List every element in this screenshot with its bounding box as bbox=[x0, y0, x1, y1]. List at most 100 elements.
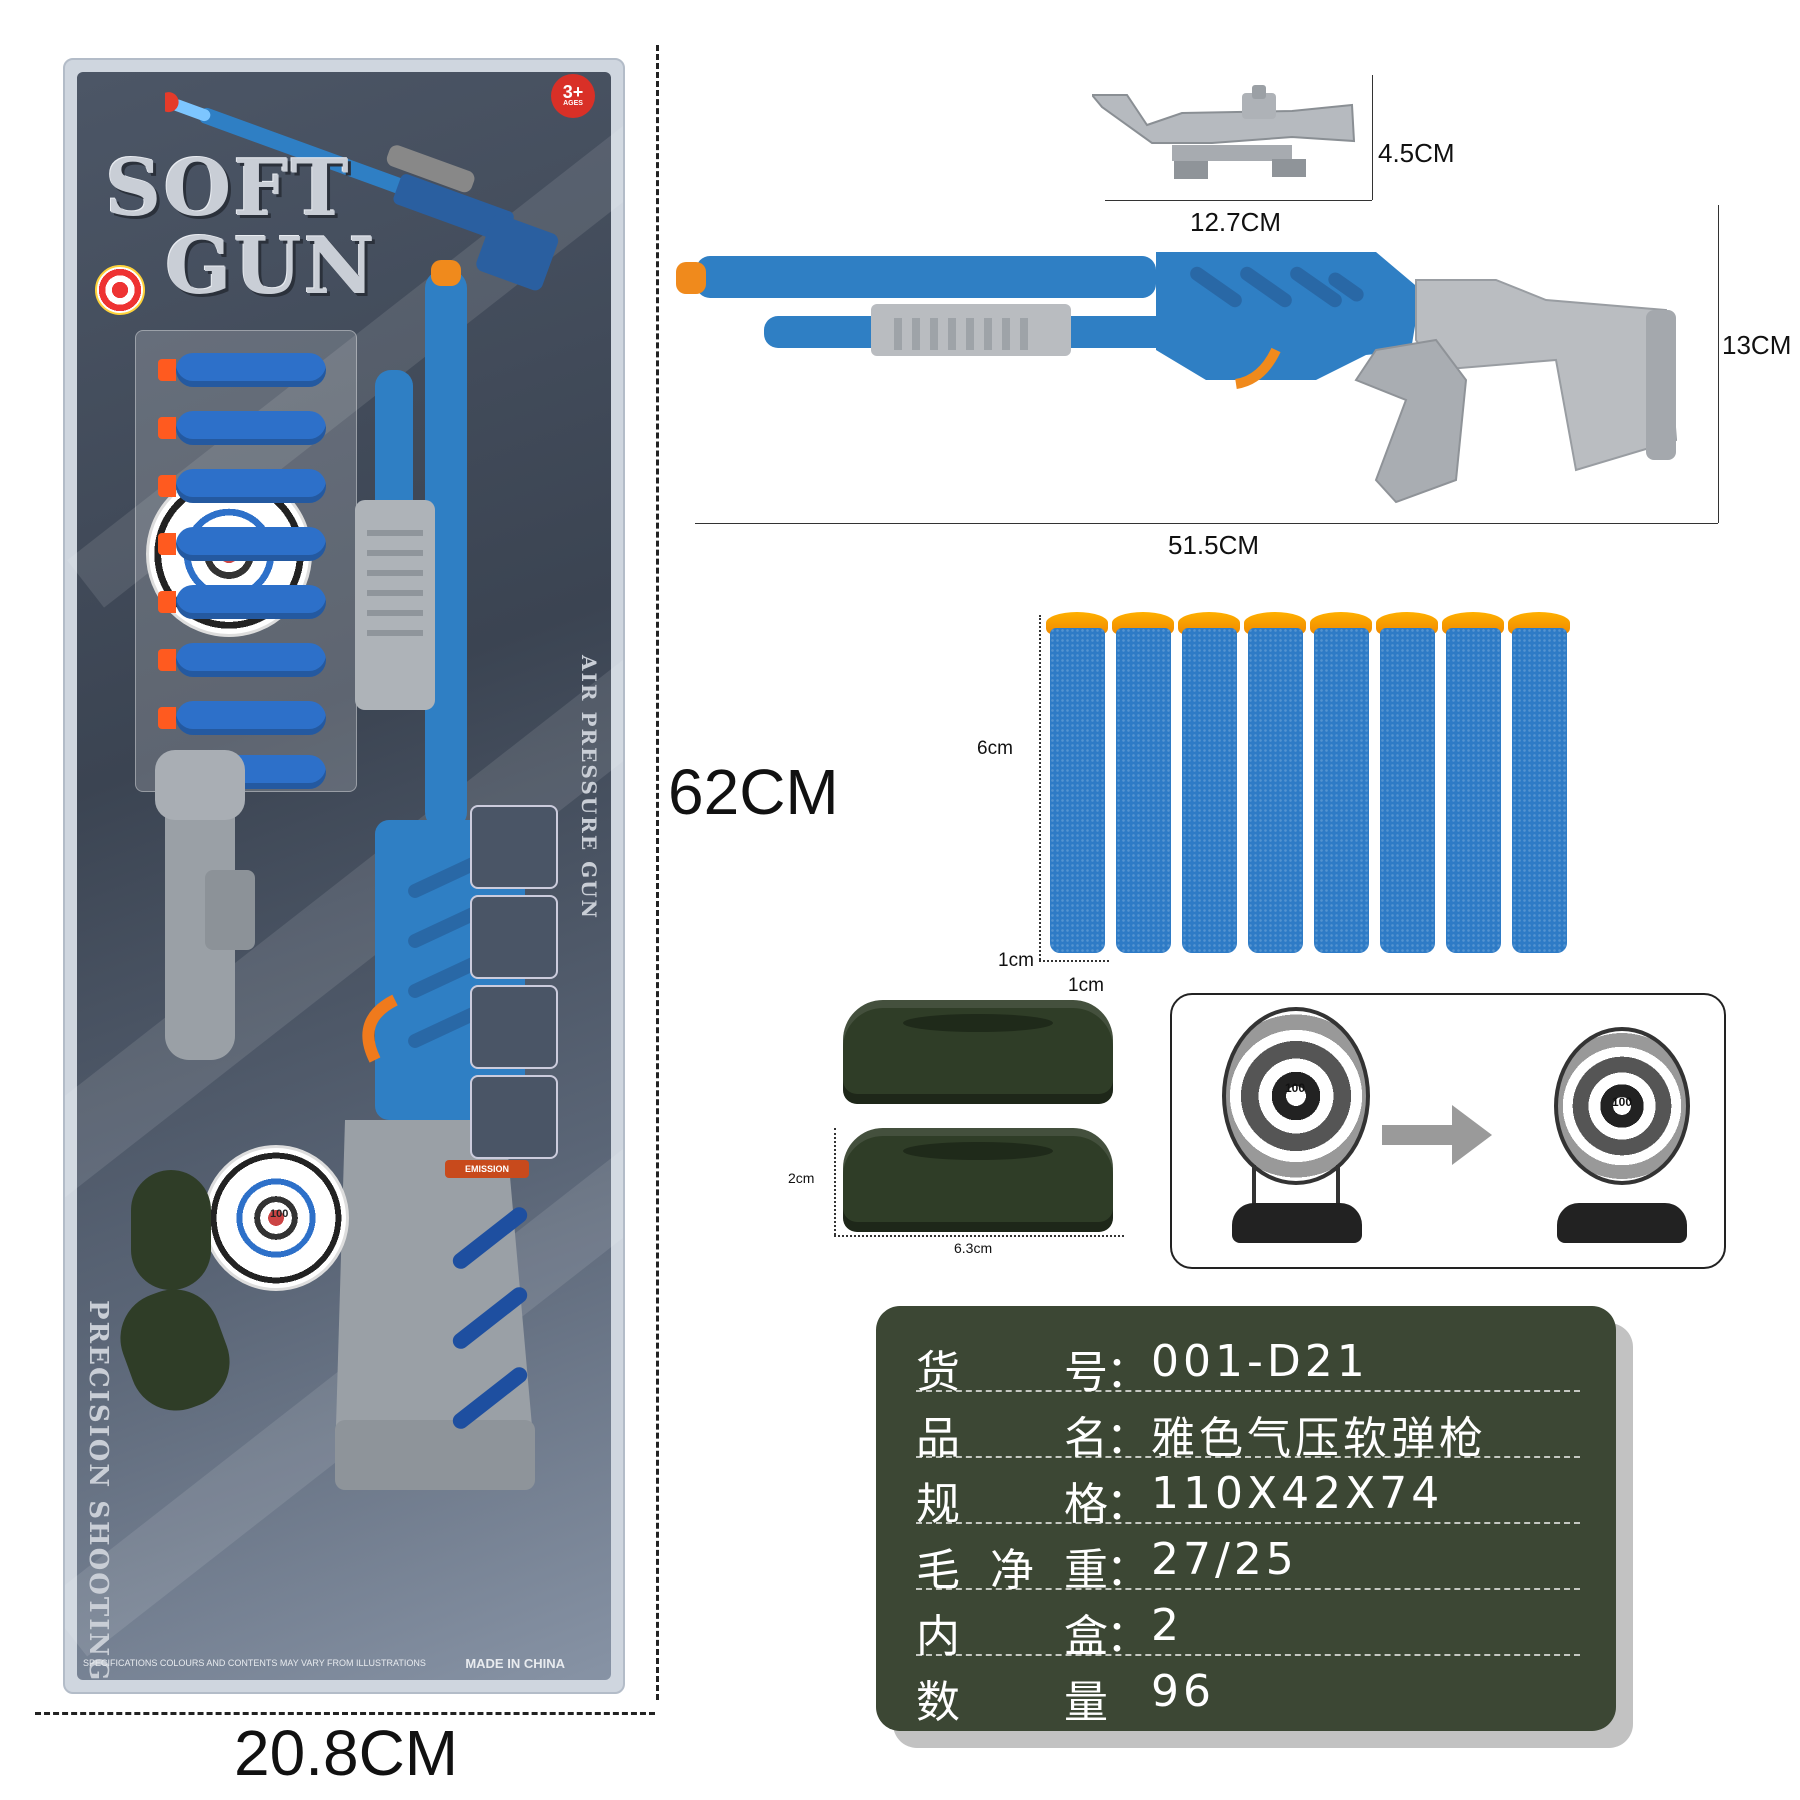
foam-dart bbox=[1314, 628, 1369, 953]
age-badge-sub: AGES bbox=[563, 100, 583, 107]
foam-dart bbox=[1380, 628, 1435, 953]
target-base bbox=[843, 1000, 1113, 1104]
foam-dart bbox=[1512, 628, 1567, 953]
foam-dart bbox=[1116, 628, 1171, 953]
package-dart-tray bbox=[135, 330, 357, 792]
package-title: SOFT GUN bbox=[105, 150, 425, 306]
base-length-label: 6.3cm bbox=[954, 1240, 993, 1256]
info-key-char: 量 bbox=[1064, 1678, 1112, 1727]
info-colon: ： bbox=[1106, 1546, 1154, 1595]
target-base bbox=[843, 1128, 1113, 1232]
info-key-char: 号 bbox=[1064, 1348, 1112, 1397]
scope-length-line bbox=[1105, 200, 1372, 201]
info-colon: ： bbox=[1106, 1612, 1154, 1661]
foam-dart bbox=[1182, 628, 1237, 953]
base-height-label: 2cm bbox=[788, 1170, 815, 1186]
gun-height-label: 13CM bbox=[1722, 330, 1792, 360]
info-colon: ： bbox=[1106, 1348, 1154, 1397]
info-row-weight: 毛 净 重 ： 27/25 bbox=[916, 1524, 1580, 1595]
scope-height-line bbox=[1372, 75, 1373, 200]
product-info-panel: 货 号 ： 001-D21 品 名 ： 雅色气压软弹枪 规 格 ： 110X42… bbox=[876, 1306, 1616, 1731]
info-row-item-number: 货 号 ： 001-D21 bbox=[916, 1326, 1580, 1397]
target-disc-tilted bbox=[1554, 1027, 1690, 1185]
package-title-line2: GUN bbox=[165, 221, 377, 312]
package-dart bbox=[158, 643, 326, 677]
foam-dart bbox=[1050, 628, 1105, 953]
package-base-piece bbox=[131, 1170, 211, 1290]
age-badge: 3+ AGES bbox=[551, 74, 595, 118]
package-width-guide bbox=[35, 1712, 655, 1715]
feature-thumbnail bbox=[470, 805, 558, 889]
dart-length-guide bbox=[1039, 615, 1041, 960]
info-key-char: 数 bbox=[916, 1678, 964, 1727]
info-key-char: 品 bbox=[916, 1414, 964, 1463]
arrow-right-icon bbox=[1382, 1105, 1492, 1165]
info-key-char: 重 bbox=[1064, 1546, 1112, 1595]
info-value-weight: 27/25 bbox=[1151, 1534, 1298, 1585]
info-row-inner-box: 内 盒 ： 2 bbox=[916, 1590, 1580, 1661]
gun-length-line bbox=[695, 523, 1718, 524]
gun-illustration bbox=[676, 252, 1678, 504]
info-key-char: 盒 bbox=[1064, 1612, 1112, 1661]
package-main-gun-illustration bbox=[335, 260, 535, 1490]
scope-illustration bbox=[1092, 85, 1356, 179]
dart-width-label-a: 1cm bbox=[998, 950, 1034, 971]
package-footer: SPECIFICATIONS COLOURS AND CONTENTS MAY … bbox=[83, 1630, 605, 1674]
info-key-char: 规 bbox=[916, 1480, 964, 1529]
package-target-score: 100 bbox=[270, 1208, 289, 1220]
dart-length-label: 6cm bbox=[977, 738, 1013, 759]
feature-thumbnail bbox=[470, 985, 558, 1069]
info-colon: ： bbox=[1106, 1414, 1154, 1463]
package-dart bbox=[158, 527, 326, 561]
info-row-quantity: 数 量 96 bbox=[916, 1656, 1580, 1727]
base-length-guide bbox=[834, 1235, 1124, 1237]
scope-length-label: 12.7CM bbox=[1190, 207, 1282, 237]
feature-thumbnail bbox=[470, 1075, 558, 1159]
package-width-label: 20.8CM bbox=[234, 1717, 459, 1789]
package-footer-note: SPECIFICATIONS COLOURS AND CONTENTS MAY … bbox=[83, 1658, 426, 1668]
feature-label: EMISSION bbox=[445, 1160, 529, 1178]
gun-length-label: 51.5CM bbox=[1168, 530, 1260, 560]
foam-dart bbox=[1446, 628, 1501, 953]
package-side-text-left: PRECISION SHOOTING bbox=[83, 1300, 113, 1683]
package-made-in: MADE IN CHINA bbox=[465, 1656, 565, 1671]
target-center-score: 100 bbox=[1285, 1081, 1306, 1095]
info-value-product-name: 雅色气压软弹枪 bbox=[1151, 1413, 1487, 1464]
target-disc-standing bbox=[1222, 1007, 1370, 1185]
package-dart bbox=[158, 353, 326, 387]
info-key-char: 货 bbox=[916, 1348, 964, 1397]
package-side-text-right: AIR PRESSURE GUN bbox=[577, 655, 601, 920]
package-dart bbox=[158, 585, 326, 619]
info-row-specification: 规 格 ： 110X42X74 bbox=[916, 1458, 1580, 1529]
info-key-char: 内 bbox=[916, 1612, 964, 1661]
package-top-rifle-illustration bbox=[165, 92, 559, 291]
info-value-item-number: 001-D21 bbox=[1151, 1336, 1369, 1387]
scope-height-label: 4.5CM bbox=[1378, 138, 1455, 168]
age-badge-text: 3+ bbox=[562, 82, 584, 102]
foam-dart bbox=[1248, 628, 1303, 953]
package-scope-illustration bbox=[155, 750, 255, 1060]
base-height-guide bbox=[834, 1128, 836, 1235]
target-stand-base bbox=[1232, 1203, 1362, 1243]
dart-width-guide bbox=[1039, 960, 1109, 962]
gun-height-line bbox=[1718, 205, 1719, 523]
info-value-inner-box: 2 bbox=[1151, 1600, 1183, 1651]
info-colon: ： bbox=[1106, 1480, 1154, 1529]
dart-width-label-b: 1cm bbox=[1068, 975, 1104, 996]
info-value-specification: 110X42X74 bbox=[1151, 1468, 1444, 1519]
package-title-line1: SOFT bbox=[105, 143, 351, 234]
package-dart bbox=[158, 469, 326, 503]
package-height-label: 62CM bbox=[668, 756, 839, 828]
target-demo-panel: 100 100 bbox=[1170, 993, 1726, 1269]
package-height-guide bbox=[656, 45, 659, 1700]
info-key-char: 格 bbox=[1064, 1480, 1112, 1529]
info-key-char: 名 bbox=[1064, 1414, 1112, 1463]
info-row-product-name: 品 名 ： 雅色气压软弹枪 bbox=[916, 1392, 1580, 1464]
product-package-card: 3+ AGES SOFT GUN bbox=[63, 58, 625, 1694]
title-target-icon bbox=[95, 265, 145, 315]
info-key-char: 净 bbox=[990, 1546, 1038, 1595]
target-stand-base bbox=[1557, 1203, 1687, 1243]
target-center-score: 100 bbox=[1612, 1095, 1633, 1109]
package-dart bbox=[158, 411, 326, 445]
info-key-char: 毛 bbox=[916, 1546, 964, 1595]
